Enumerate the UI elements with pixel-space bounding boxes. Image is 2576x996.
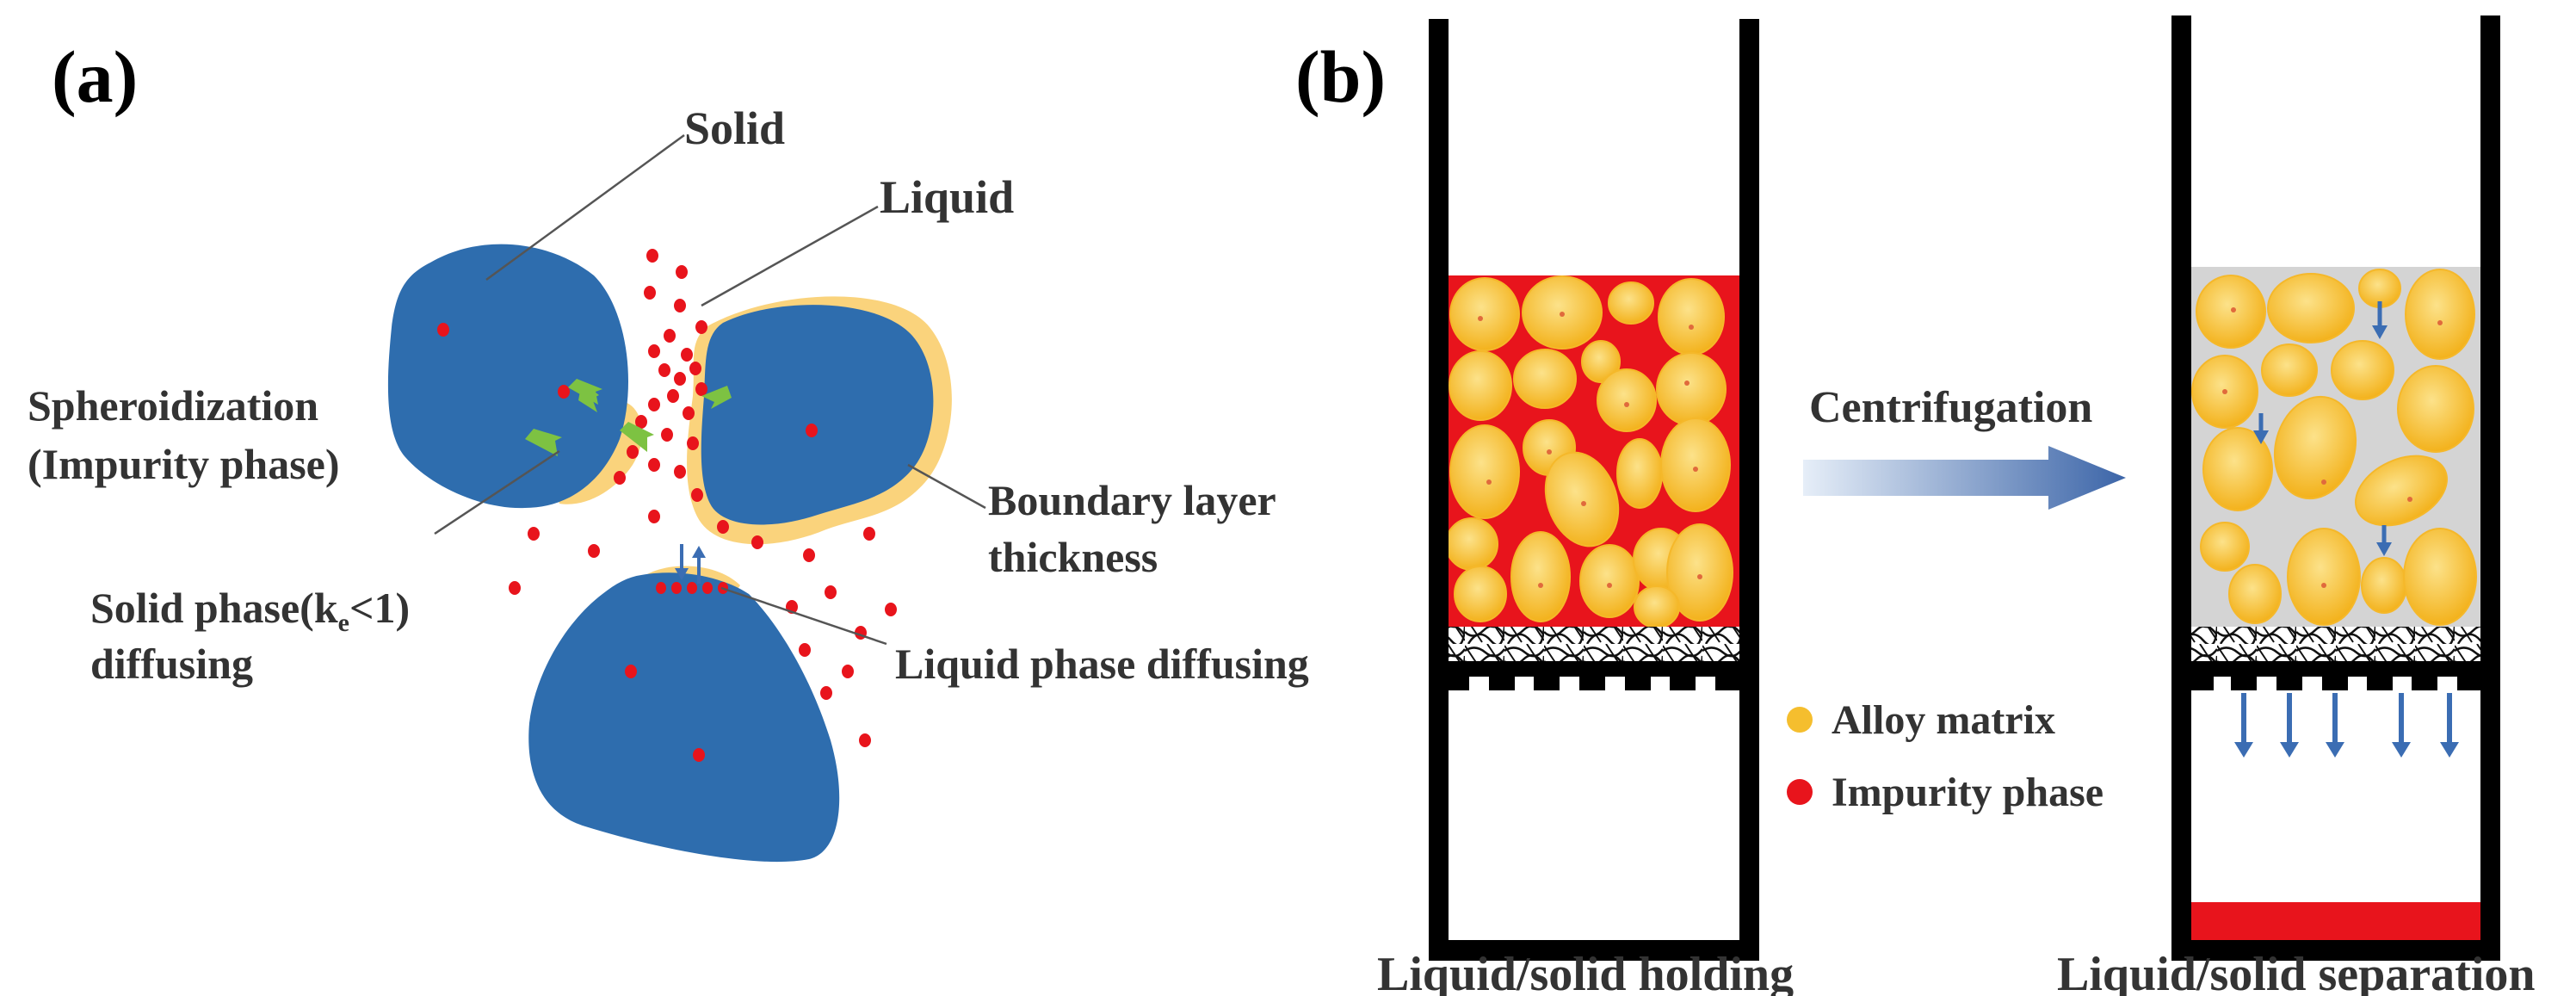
panel-a-tag: (a)	[52, 35, 138, 118]
green-arrow-icon	[568, 379, 602, 405]
label-solid-phase-diffusing: diffusing	[90, 640, 253, 688]
legend-label-alloy: Alloy matrix	[1832, 697, 2055, 743]
centrifugation-arrow-icon	[1803, 446, 2126, 510]
crucible-walls-left	[1429, 19, 1759, 961]
flow-arrows-right	[2234, 693, 2459, 758]
panel-b: (b)	[1295, 15, 2536, 996]
caption-right: Liquid/solid separation	[2057, 948, 2536, 996]
green-arrow-icon	[620, 422, 654, 452]
alloy-grains-left	[1445, 275, 1733, 628]
legend-swatch-impurity	[1787, 779, 1813, 805]
filter-plate-right	[2191, 661, 2480, 690]
green-arrow-icon	[525, 429, 562, 456]
green-arrow-icon	[701, 386, 732, 409]
legend: Alloy matrix Impurity phase	[1787, 697, 2103, 815]
solid-particle-upper-right	[701, 305, 934, 525]
label-spheroidization-2: (Impurity phase)	[28, 440, 340, 488]
solid-particle-upper-left	[387, 244, 628, 509]
inner-impurity-dots-right	[2222, 307, 2443, 588]
diffusion-arrows	[675, 544, 706, 584]
leader-lines	[434, 133, 986, 646]
filter-mesh-left	[1449, 627, 1739, 661]
green-arrows	[525, 379, 732, 456]
separated-impurity-layer	[2191, 902, 2480, 940]
label-boundary-2: thickness	[988, 533, 1158, 581]
alloy-grains-right	[2191, 269, 2477, 626]
filter-plate-left	[1449, 661, 1739, 690]
label-centrifugation: Centrifugation	[1809, 383, 2092, 432]
legend-label-impurity: Impurity phase	[1832, 770, 2103, 815]
crucible-right	[2171, 15, 2500, 961]
inner-impurity-dots-left	[1478, 312, 1702, 588]
label-liquid: Liquid	[880, 171, 1014, 223]
impurity-dots	[437, 249, 897, 762]
label-boundary-1: Boundary layer	[988, 476, 1276, 524]
crucible-walls-right	[2171, 15, 2500, 961]
label-solid-phase: Solid phase(ke<1)	[90, 584, 410, 637]
label-solid-phase-subscript: e	[338, 609, 349, 637]
panel-a: (a)	[28, 35, 1309, 863]
panel-b-tag: (b)	[1295, 35, 1386, 118]
label-solid: Solid	[684, 102, 785, 154]
label-solid-phase-tail: <1)	[349, 584, 410, 632]
solid-particle-lower	[528, 572, 840, 863]
caption-left: Liquid/solid holding	[1377, 948, 1794, 996]
label-solid-phase-main: Solid phase(k	[90, 584, 338, 632]
filter-mesh-right	[2191, 627, 2480, 661]
crucible-left	[1429, 19, 1759, 961]
label-spheroidization-1: Spheroidization	[28, 381, 318, 430]
legend-swatch-alloy	[1787, 707, 1813, 733]
label-liquid-diffusing: Liquid phase diffusing	[895, 640, 1309, 688]
settling-arrows-right	[2253, 301, 2392, 556]
